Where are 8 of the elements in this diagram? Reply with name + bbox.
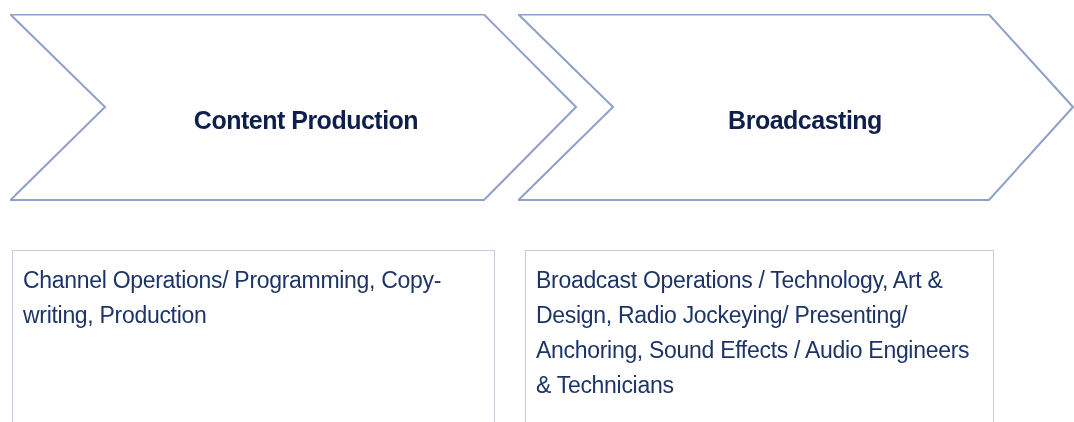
chevron-step [518,14,1074,201]
description-text: Channel Operations/ Programming, Copy-writing, Production [23,266,443,330]
step-title: Content Production [193,105,419,135]
description-box [525,250,994,422]
description-box [12,250,495,422]
step-title: Broadcasting [728,105,882,135]
description-text: Broadcast Operations / Technology, Art & Design, Radio Jockeying/ Presenting/ Anchoring, Sound Effects / Audio Engineers & Technicians [536,266,971,400]
chevron-step [10,14,577,201]
